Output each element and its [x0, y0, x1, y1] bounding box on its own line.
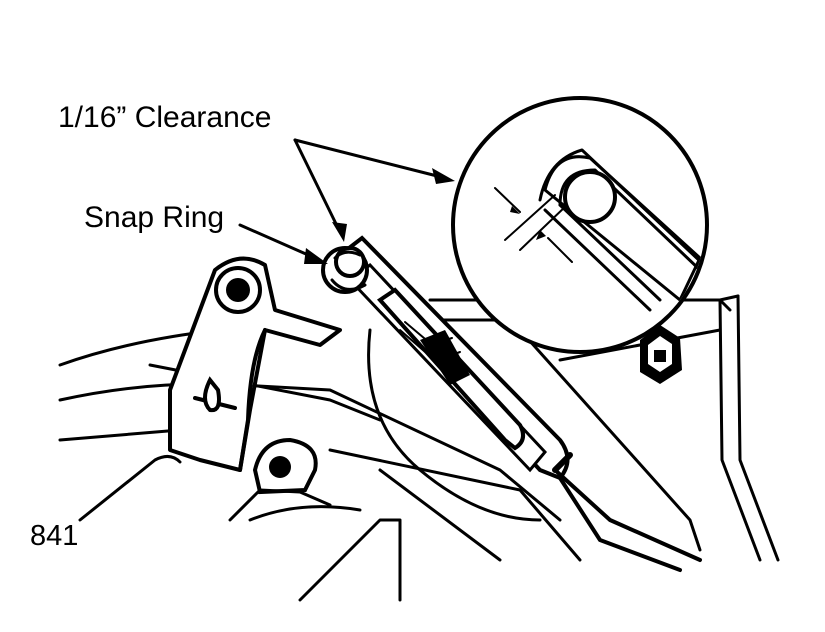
snap-ring-label: Snap Ring: [84, 201, 225, 234]
clearance-label: 1/16” Clearance: [58, 101, 272, 134]
vertical-post: [718, 294, 780, 562]
clearance-leaders: [293, 138, 455, 242]
snap-ring-pin: [321, 246, 369, 294]
nut: [640, 325, 682, 384]
body-panel-lines: [58, 298, 732, 602]
slot-hole: [203, 376, 221, 413]
snap-ring-leader: [238, 223, 328, 264]
hinge-pivot-bolt: [214, 266, 262, 314]
detail-magnifier: [451, 96, 709, 354]
clevis-rod: [337, 235, 702, 572]
figure-number-leader: [78, 455, 182, 522]
lower-mount: [228, 437, 332, 522]
figure-number: 841: [30, 520, 79, 552]
